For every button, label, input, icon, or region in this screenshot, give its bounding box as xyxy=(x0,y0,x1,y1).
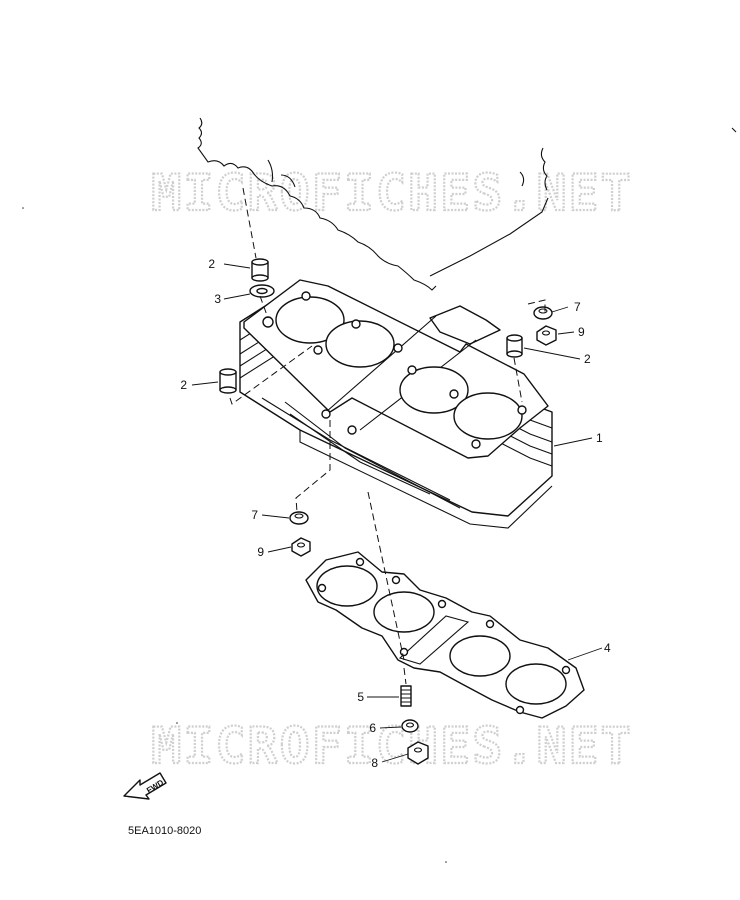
cap-lower-left xyxy=(289,511,309,525)
callout-nut-bottom: 8 xyxy=(371,756,378,770)
head-gasket xyxy=(305,551,585,719)
speck xyxy=(22,207,24,209)
callout-dowel-left: 2 xyxy=(180,378,187,392)
cylinder-block xyxy=(239,279,553,529)
callout-dowel-right: 2 xyxy=(584,352,591,366)
dowel-pin-right xyxy=(506,334,523,358)
diagram-code: 5EA1010-8020 xyxy=(128,825,201,837)
callout-nut-lower-left: 9 xyxy=(257,545,264,559)
speck xyxy=(445,861,447,863)
callout-o-ring: 3 xyxy=(214,292,221,306)
callout-stud-bolt: 5 xyxy=(357,690,364,704)
nut-lower-left xyxy=(291,537,311,557)
fwd-arrow-icon: FWD xyxy=(123,772,167,800)
alignment-lines xyxy=(229,187,546,685)
callout-cylinder: 1 xyxy=(596,431,603,445)
speck xyxy=(176,722,178,724)
callout-washer: 6 xyxy=(369,721,376,735)
callout-cap-lower-left: 7 xyxy=(251,508,258,522)
callout-dowel-top-left: 2 xyxy=(208,257,215,271)
nut-top-right xyxy=(536,325,557,346)
callout-nut-top-right: 9 xyxy=(578,325,585,339)
watermark-top: MICROFICHES.NET xyxy=(151,164,633,222)
watermark-bottom: MICROFICHES.NET xyxy=(151,717,633,775)
stud-bolt xyxy=(400,685,412,707)
nut-bottom xyxy=(407,741,429,765)
washer xyxy=(401,719,419,733)
cap-top-right xyxy=(533,306,553,320)
crankcase-fragment xyxy=(197,117,737,291)
o-ring xyxy=(249,284,275,298)
dowel-pin-left xyxy=(219,368,237,394)
dowel-pin-top-left xyxy=(251,258,269,282)
callout-cap-top-right: 7 xyxy=(574,300,581,314)
leader-lines xyxy=(191,263,603,763)
callout-gasket: 4 xyxy=(604,641,611,655)
